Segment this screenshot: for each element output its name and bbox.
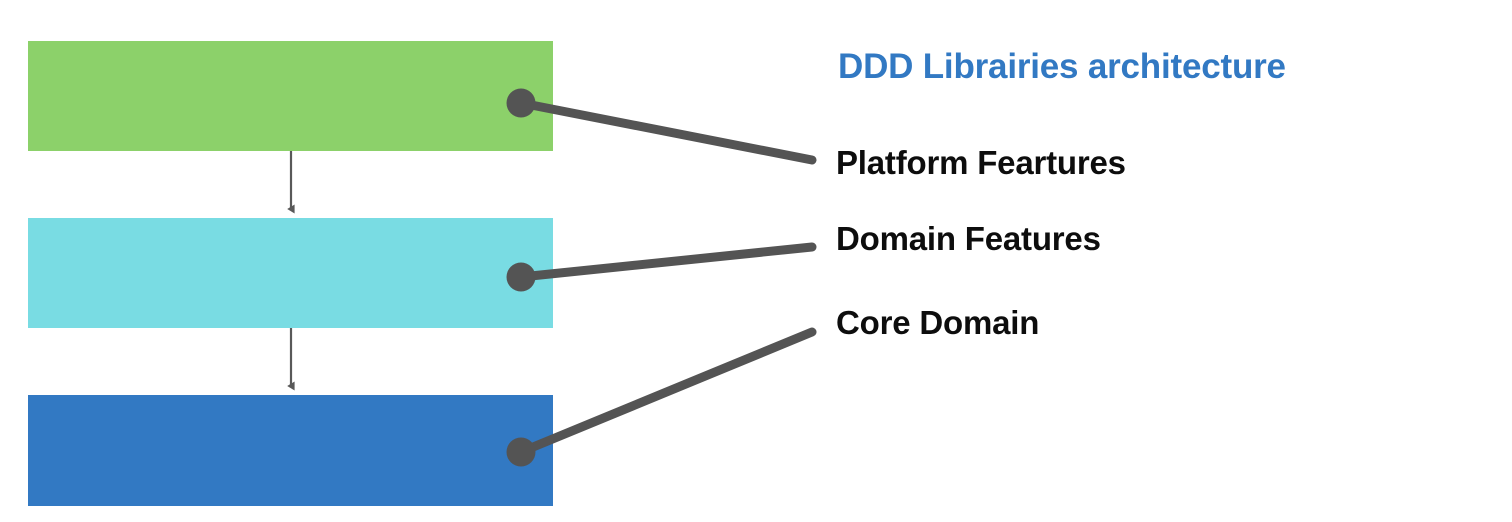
- layer-box-platform-features[interactable]: [28, 41, 553, 151]
- layer-box-domain-features[interactable]: [28, 218, 553, 328]
- callout-label-domain-features: Domain Features: [836, 220, 1101, 257]
- leader-line-platform-features: [516, 98, 817, 165]
- callout-label-core-domain: Core Domain: [836, 304, 1040, 341]
- layer-box-core-domain[interactable]: [28, 395, 553, 506]
- leader-line-domain-features: [516, 242, 817, 282]
- diagram-title: DDD Librairies architecture: [838, 47, 1286, 86]
- callout-label-platform-features: Platform Feartures: [836, 144, 1126, 181]
- leader-line-core-domain: [516, 327, 817, 457]
